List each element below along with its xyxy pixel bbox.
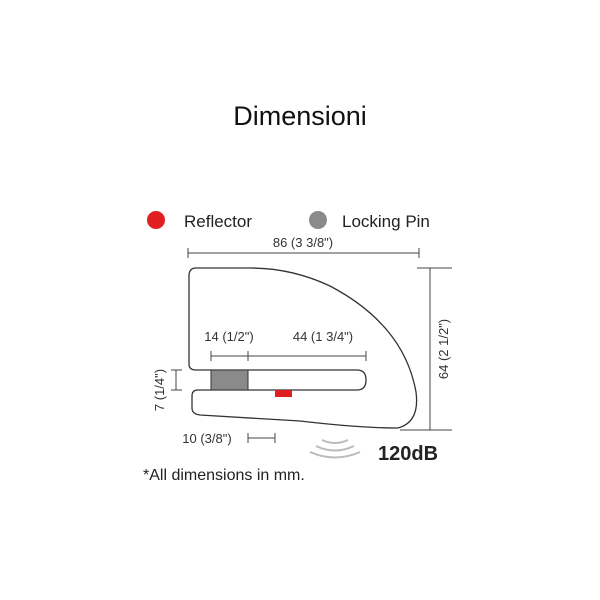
height-label: 64 (2 1/2") [436,319,451,379]
gap-dimension-line [171,369,182,391]
locking-pin [210,369,249,391]
legend-locking-pin-label: Locking Pin [342,212,430,231]
width-dimension-line [187,248,420,258]
alarm-decibel-label: 120dB [378,443,438,465]
footnote: *All dimensions in mm. [143,467,305,484]
slot-gap-label: 7 (1/4") [152,369,167,411]
legend-reflector-label: Reflector [184,212,252,231]
pin-width-label: 14 (1/2") [204,329,253,344]
disc-lock-outline [188,267,418,429]
sound-waves-icon [309,439,361,459]
reflector-legend-swatch [147,211,165,229]
width-label: 86 (3 3/8") [273,235,333,250]
locking-pin-legend-swatch [309,211,327,229]
offset-dimension-line [247,433,276,443]
reflector [275,390,292,397]
offset-label: 10 (3/8") [182,431,231,446]
page-title: Dimensioni [233,101,367,131]
slot-dimension-line [210,351,367,361]
slot-depth-label: 44 (1 3/4") [293,329,353,344]
height-dimension-line [400,267,452,431]
